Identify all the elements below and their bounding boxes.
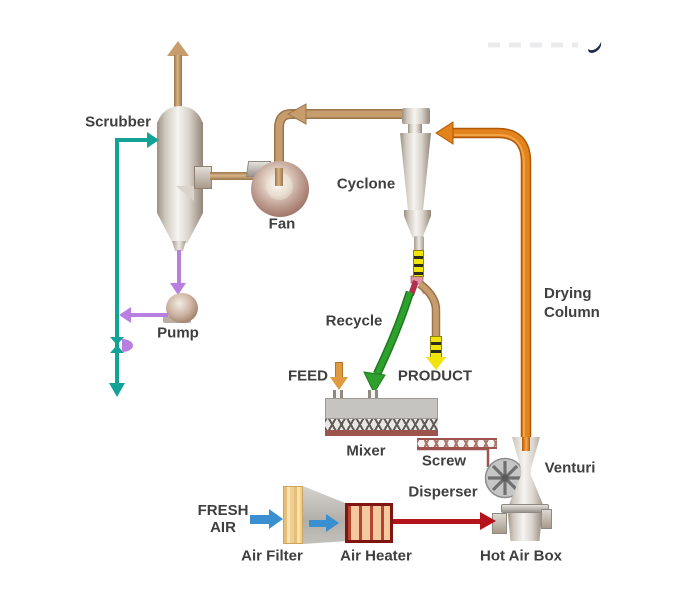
fan-inlet-stub [275,168,283,186]
mixer-trough [325,430,438,436]
venturi-label: Venturi [544,459,596,477]
scrubber-exhaust-arrow [167,41,189,56]
pump-inlet-arrow [170,283,186,295]
pump-discharge-line [130,313,168,317]
hot-air-box-label: Hot Air Box [480,547,562,565]
hot-air-box-right-stub [541,509,552,529]
screw-label: Screw [421,452,467,470]
feed-to-mixer-arrow [330,377,348,390]
drying-column-label: Drying Column [544,285,600,321]
mixer-label: Mixer [346,442,386,460]
valve-bottom-half [110,345,124,353]
duct-air-arrow-shaft [309,520,328,527]
mixer-housing [325,398,438,419]
screw-conveyor [417,438,497,449]
cyclone-rotary-valve [413,250,424,277]
hot-air-box-rim [501,504,549,513]
scrubber-label: Scrubber [85,113,151,131]
product-out-arrow [426,357,446,370]
heater-to-hot-air-box-arrow [480,512,496,530]
cyclone-cap [402,108,430,124]
hot-air-line [393,519,483,524]
pump-inlet-line [177,250,181,286]
scrubber-to-fan-pipe [210,172,254,180]
cyclone-to-fan-pipe [274,109,402,168]
cyclone-neck [408,124,422,133]
air-heater-label: Air Heater [340,547,412,565]
cyclone-label: Cyclone [336,175,396,193]
disperser-label: Disperser [408,483,478,501]
drying-column-pipe [452,127,532,438]
valve-handle [122,339,133,352]
mixer-inlet-stub-feed [333,390,343,399]
cyclone-collar [404,210,431,216]
recycle-label: Recycle [325,312,383,330]
fresh-air-arrow [269,509,283,529]
scrubber-inlet-arrow [147,132,159,148]
duct-air-arrow [326,514,339,532]
pump-discharge-arrow [119,307,131,323]
fresh-air-arrow-shaft [250,515,271,524]
scrubber-bottom-outlet [172,241,186,251]
air-filter-panel [283,486,303,544]
product-label: PRODUCT [397,367,473,385]
drying-column-to-cyclone-arrow [435,121,454,145]
recycle-to-mixer-arrow [363,371,386,395]
feed-label: FEED [287,367,329,385]
air-filter-label: Air Filter [241,547,303,565]
mixer-paddles [325,419,438,430]
watermark-swoosh-icon [588,42,602,53]
scrubber-exhaust-pipe [174,55,182,112]
fresh-air-label: FRESH AIR [197,502,249,536]
drain-down-arrow [109,383,125,397]
valve-top-half [110,337,124,345]
pump-label: Pump [157,324,199,342]
cyclone-outlet-stub [414,236,424,251]
scrubber-inlet-line [117,138,149,142]
cyclone-lower-cone [404,216,431,238]
cyclone-to-fan-arrow [286,103,307,125]
pump-casing [166,293,198,323]
hot-air-box-body [507,513,543,541]
fan-label: Fan [268,215,296,233]
liquor-return-line [115,138,119,384]
mixer-inlet-stub-recycle [368,390,378,399]
venturi-inlet-pipe-stub [522,437,530,451]
product-rotary-valve [430,336,442,359]
screw-chute-line [417,447,490,467]
air-heater-box [345,503,393,543]
